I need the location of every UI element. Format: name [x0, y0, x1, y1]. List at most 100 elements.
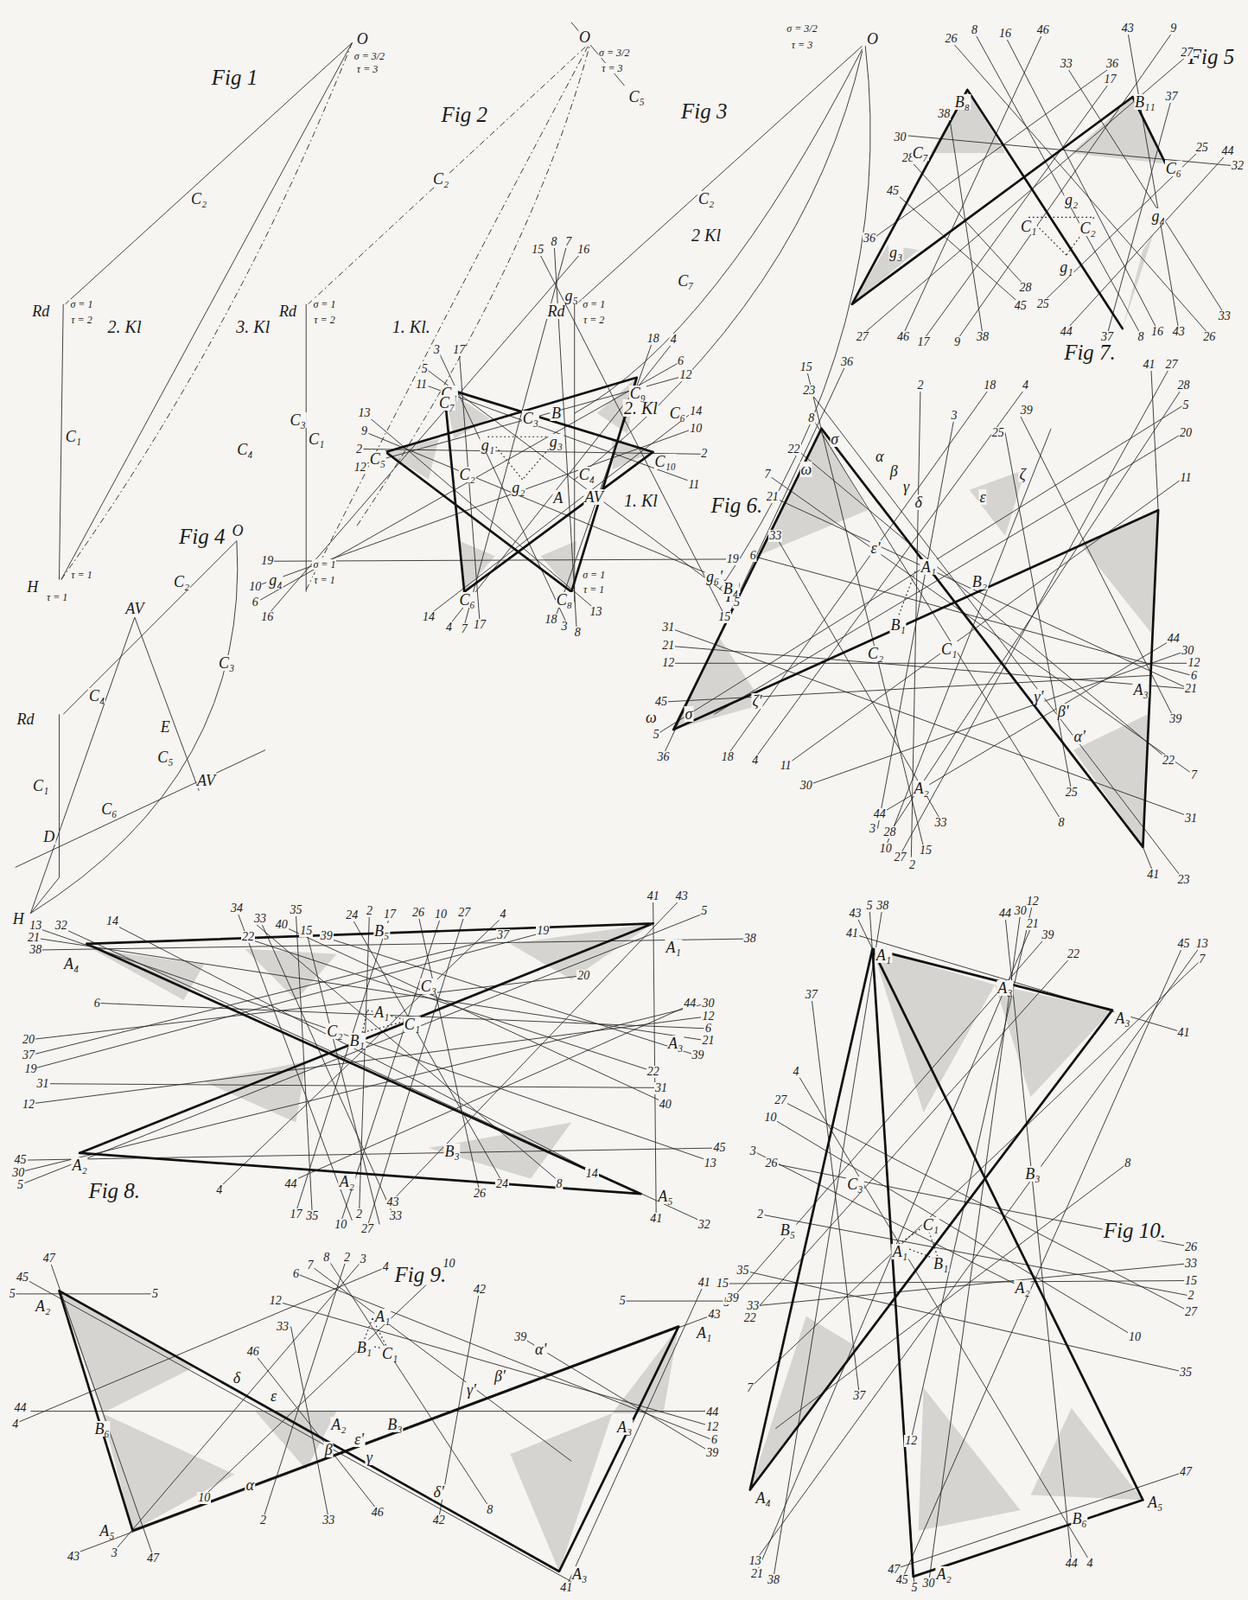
point-label: B₈ [954, 94, 971, 110]
line-number: 8 [1137, 331, 1146, 344]
line-number: 2 [343, 1251, 351, 1264]
point-label: B₁ [356, 1339, 373, 1356]
parameter-label: τ = 2 [582, 314, 605, 325]
point-label: C₂ [458, 466, 477, 483]
line-number: 10 [688, 422, 703, 435]
line-number: 33 [1059, 57, 1074, 71]
line-number: 8 [573, 626, 582, 639]
point-label: C₁ [922, 1216, 940, 1233]
line-number: 35 [305, 1209, 319, 1223]
point-label: C₇ [911, 145, 930, 161]
line-number: 7 [1190, 769, 1198, 782]
point-label: C₃ [420, 978, 438, 994]
line-number: 21 [661, 639, 675, 652]
point-label: A₅ [1146, 1494, 1164, 1510]
line-number: 22 [241, 930, 255, 943]
parameter-label: τ = 2 [70, 314, 93, 325]
point-label: A₄ [63, 955, 80, 972]
line-number: 12 [268, 1294, 283, 1307]
thick-edge [58, 89, 1166, 1577]
line-number: 45 [712, 1141, 726, 1154]
point-label: AV [124, 600, 145, 617]
line-number: 20 [21, 1033, 36, 1046]
line-number: 24 [344, 909, 359, 922]
figure-title: Fig 7. [1063, 341, 1117, 363]
line-number: 15 [299, 924, 313, 937]
parameter-label: τ = 1 [70, 569, 93, 580]
line-number: 45 [895, 1573, 910, 1586]
line-number: 22 [1066, 948, 1081, 961]
line-number: 30 [700, 997, 715, 1010]
point-label: AV [584, 489, 605, 505]
point-label: C₁ [1019, 218, 1038, 235]
line-number: 46 [246, 1345, 261, 1358]
line-number: 23 [1177, 873, 1191, 886]
line-number: 30 [921, 1577, 936, 1590]
line-number: 37 [852, 1389, 866, 1402]
point-label: Rd [31, 303, 51, 319]
line-number: 39 [1041, 929, 1056, 942]
point-label: C₁ [381, 1345, 399, 1362]
line-number: 12 [678, 369, 693, 382]
shaded-region [58, 89, 1164, 1572]
point-label: δ [913, 494, 923, 510]
point-label: ε' [870, 540, 882, 556]
figure-title: Fig 4 [178, 524, 226, 547]
line-number: 35 [288, 904, 303, 917]
point-label: A₃ [996, 980, 1013, 996]
line-number: 30 [11, 1166, 26, 1179]
line-number: 8 [970, 24, 979, 37]
figure-title: Fig 9. [394, 1262, 448, 1285]
point-label: γ [902, 478, 911, 495]
point-label: C₃ [217, 655, 236, 671]
point-label: A₂ [913, 780, 930, 796]
line-number: 19 [535, 924, 550, 937]
line-number: 3 [110, 1547, 119, 1560]
line-number: 32 [1230, 159, 1245, 172]
point-label: C₅ [156, 749, 174, 765]
line-number: 39 [1168, 713, 1183, 726]
line-number: 4 [215, 1184, 223, 1197]
point-label: C₆ [1165, 160, 1183, 177]
line-number: 8 [550, 235, 559, 249]
figure-title: Fig 5 [1187, 44, 1236, 67]
line-number: 6 [292, 1267, 300, 1280]
line-number: 36 [1105, 57, 1120, 71]
line-number: 21 [750, 1567, 765, 1580]
line-number: 44 [1064, 1557, 1079, 1570]
line-number: 8 [322, 1251, 331, 1264]
line-number: 33 [1217, 310, 1232, 323]
line-number: 2 [259, 1514, 268, 1527]
point-label: B₄ [722, 580, 739, 597]
parameter-label: τ = 2 [312, 314, 336, 325]
point-label: C₁ [940, 641, 958, 657]
point-label: A₂ [936, 1566, 953, 1582]
line-number: 10 [442, 1257, 457, 1270]
line-number: 25 [1064, 786, 1079, 799]
line-number: 12 [904, 1434, 918, 1447]
line-number: 30 [1180, 644, 1195, 657]
line-number: 3 [560, 620, 568, 633]
point-label: g₂ [1063, 191, 1079, 208]
line-number: 43 [386, 1196, 401, 1209]
line-number: 26 [943, 32, 958, 45]
line-number: 4 [669, 333, 678, 346]
line-number: 32 [54, 919, 69, 932]
figure-title: Fig 6. [710, 494, 765, 516]
line-number: 15 [918, 844, 933, 857]
line-number: 45 [885, 184, 900, 198]
line-number: 15 [715, 1277, 730, 1290]
line-number: 5 [652, 728, 661, 741]
line-number: 33 [745, 1299, 760, 1312]
line-number: 8 [1123, 1157, 1132, 1170]
line-number: 17 [452, 343, 466, 357]
point-label: A₂ [330, 1416, 347, 1433]
line-number: 18 [720, 751, 735, 764]
parameter-label: τ = 3 [600, 63, 624, 74]
line-number: 27 [1179, 46, 1194, 59]
line-number: 6 [93, 997, 102, 1010]
line-number: 41 [1177, 1026, 1191, 1039]
line-number: 44 [1166, 632, 1181, 645]
line-number: 21 [1184, 682, 1198, 695]
